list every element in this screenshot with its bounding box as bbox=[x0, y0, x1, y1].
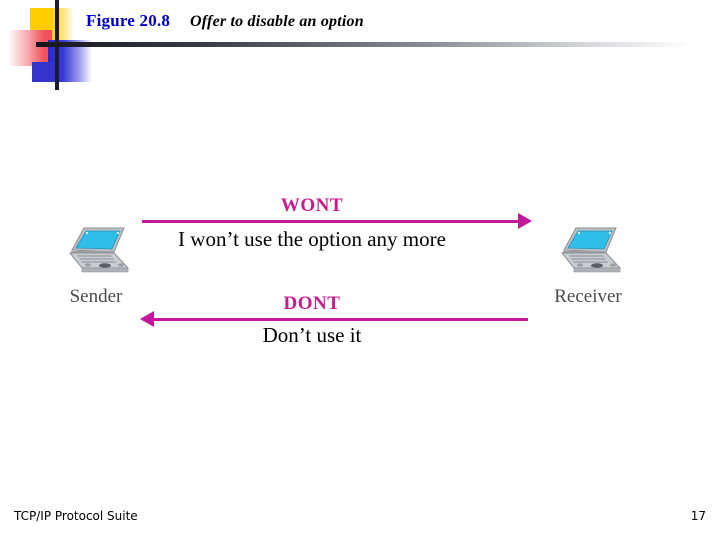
node-sender-label: Sender bbox=[69, 286, 123, 307]
arrow-left-head-icon bbox=[140, 311, 154, 327]
message-wont-description: I won’t use the option any more bbox=[178, 227, 446, 251]
node-sender: Sender bbox=[36, 222, 156, 308]
message-dont-description: Don’t use it bbox=[262, 323, 362, 347]
page-title: Figure 20.8 Offer to disable an option bbox=[86, 11, 364, 31]
laptop-icon bbox=[68, 227, 130, 273]
figure-number: Figure 20.8 bbox=[86, 11, 171, 30]
footer-title: TCP/IP Protocol Suite bbox=[14, 509, 138, 523]
figure-caption: Offer to disable an option bbox=[190, 13, 364, 30]
arrow-dont-line bbox=[150, 318, 528, 321]
header-decoration bbox=[0, 0, 160, 100]
arrow-wont-line bbox=[142, 220, 524, 223]
laptop-icon bbox=[560, 227, 622, 273]
decoration-blue-small-square bbox=[32, 62, 54, 82]
footer-page-number: 17 bbox=[690, 509, 706, 523]
node-receiver: Receiver bbox=[528, 222, 648, 308]
header-divider-rule bbox=[36, 42, 690, 47]
arrow-right-head-icon bbox=[518, 213, 532, 229]
decoration-red-square bbox=[8, 30, 52, 66]
node-receiver-label: Receiver bbox=[554, 286, 622, 307]
message-dont-command: DONT bbox=[283, 293, 341, 314]
message-wont-command: WONT bbox=[280, 195, 344, 216]
